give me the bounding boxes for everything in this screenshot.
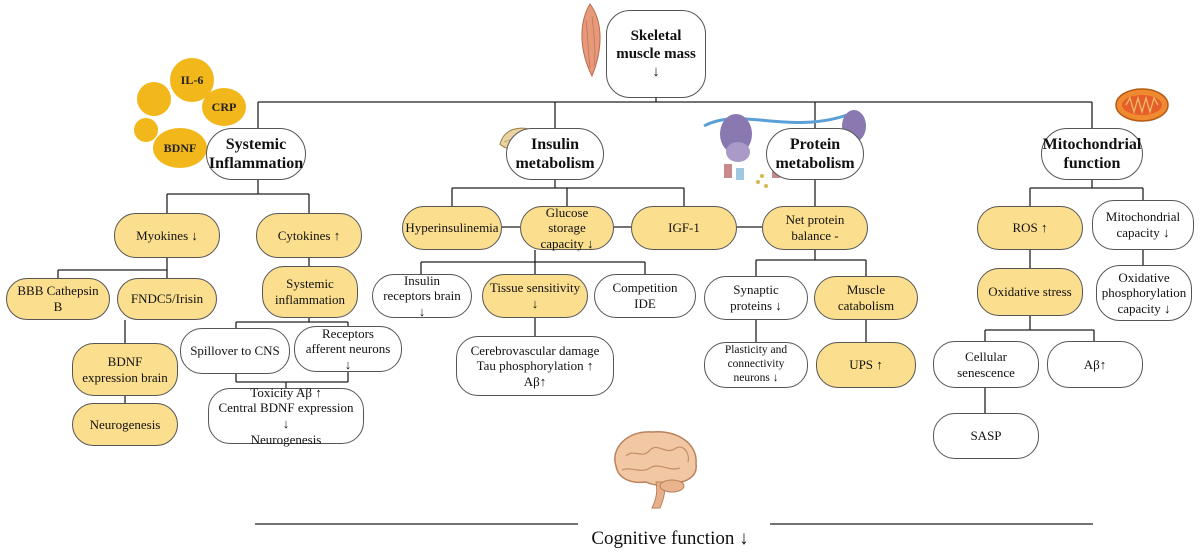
node-cytokines: Cytokines ↑ [256,213,362,258]
node-muscle-catabolism: Muscle catabolism [814,276,918,320]
node-bbb-cathepsin-b: BBB Cathepsin B [6,278,110,320]
ribosome-icon [703,110,866,188]
node-ups: UPS ↑ [816,342,916,388]
node-oxidative-stress: Oxidative stress [977,268,1083,316]
bdnf-bubble: BDNF [153,128,207,168]
header-mitochondrial-function: Mitochondrial function [1041,128,1143,180]
node-net-protein-balance: Net protein balance - [762,206,868,250]
root-skeletal-muscle-mass: Skeletal muscle mass ↓ [606,10,706,98]
node-tissue-sensitivity: Tissue sensitivity ↓ [482,274,588,318]
node-sasp: SASP [933,413,1039,459]
node-bdnf-expression-brain: BDNF expression brain [72,343,178,396]
node-mitochondrial-capacity: Mitochondrial capacity ↓ [1092,200,1194,250]
node-hyperinsulinemia: Hyperinsulinemia [402,206,502,250]
node-neurogenesis: Neurogenesis [72,403,178,446]
node-plasticity-connectivity: Plasticity and connectivity neurons ↓ [704,342,808,388]
node-receptors-afferent-neurons: Receptors afferent neurons ↓ [294,326,402,372]
blank-bubble-2 [134,118,158,142]
node-spillover-to-cns: Spillover to CNS [180,328,290,374]
header-insulin-metabolism: Insulin metabolism [506,128,604,180]
node-myokines: Myokines ↓ [114,213,220,258]
node-cerebrovascular-damage: Cerebrovascular damage Tau phosphorylati… [456,336,614,396]
muscle-icon [581,3,601,78]
mitochondria-icon [1115,88,1169,122]
node-fndc5-irisin: FNDC5/Irisin [117,278,217,320]
header-protein-metabolism: Protein metabolism [766,128,864,180]
brain-icon [614,431,697,509]
node-systemic-inflammation: Systemic inflammation [262,266,358,318]
node-glucose-storage-capacity: Glucose storage capacity ↓ [520,205,614,251]
node-synaptic-proteins: Synaptic proteins ↓ [704,276,808,320]
blank-bubble-1 [137,82,171,116]
node-insulin-receptors-brain: Insulin receptors brain ↓ [372,273,472,319]
cognitive-function-title: Cognitive function ↓ [591,528,749,549]
node-cellular-senescence: Cellular senescence [933,341,1039,388]
node-ros: ROS ↑ [977,206,1083,250]
node-oxidative-phosphorylation: Oxidative phosphorylation capacity ↓ [1096,265,1192,321]
crp-bubble: CRP [202,88,246,126]
node-abeta: Aβ↑ [1047,341,1143,388]
node-toxicity-central-bdnf: Toxicity Aβ ↑ Central BDNF expression ↓ … [208,385,364,447]
node-igf-1: IGF-1 [631,206,737,250]
node-competition-ide: Competition IDE [594,274,696,318]
header-systemic-inflammation: Systemic Inflammation [206,128,306,180]
